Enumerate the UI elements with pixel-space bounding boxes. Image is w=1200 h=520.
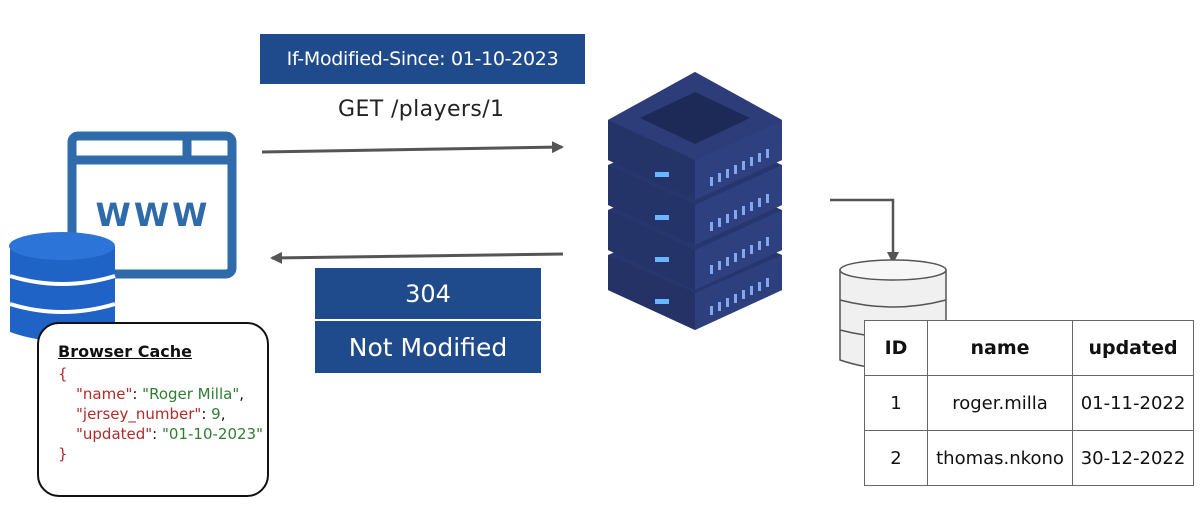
response-status: Not Modified <box>348 332 508 362</box>
response-arrow <box>270 251 564 264</box>
column-header-id: ID <box>864 320 928 376</box>
table-header-row: ID name updated <box>864 320 1194 376</box>
table-row: 2 thomas.nkono 30-12-2022 <box>864 430 1194 486</box>
database-table: ID name updated 1 roger.milla 01-11-2022… <box>864 320 1194 486</box>
json-entry: "updated": "01-10-2023" <box>76 425 263 443</box>
column-header-updated: updated <box>1072 320 1194 376</box>
json-entry: "name": "Roger Milla", <box>76 385 244 403</box>
browser-cache-title: Browser Cache <box>58 342 192 361</box>
json-value: "Roger Milla" <box>142 385 240 403</box>
table-cell-name: thomas.nkono <box>927 430 1073 486</box>
www-label: WWW <box>96 196 211 234</box>
response-code-box: 304 <box>315 268 541 319</box>
table-cell-id: 2 <box>864 430 928 486</box>
request-header-text: If-Modified-Since: 01-10-2023 <box>286 48 559 70</box>
json-value: 9 <box>211 405 221 423</box>
browser-window-icon: WWW <box>67 131 237 279</box>
request-header-banner: If-Modified-Since: 01-10-2023 <box>260 34 585 84</box>
server-stack-icon <box>608 72 782 330</box>
request-arrow <box>261 141 564 154</box>
response-status-box: Not Modified <box>315 321 541 373</box>
json-key: "jersey_number" <box>76 405 202 423</box>
table-cell-updated: 30-12-2022 <box>1072 430 1194 486</box>
json-entry: "jersey_number": 9, <box>76 405 226 423</box>
table-cell-id: 1 <box>864 375 928 431</box>
request-method-path: GET /players/1 <box>338 97 505 122</box>
json-key: "updated" <box>76 425 153 443</box>
json-key: "name" <box>76 385 133 403</box>
json-value: "01-10-2023" <box>162 425 263 443</box>
response-code: 304 <box>405 279 451 308</box>
column-header-name: name <box>927 320 1073 376</box>
server-db-arrow <box>830 198 899 264</box>
json-separator: , <box>239 385 244 403</box>
table-cell-name: roger.milla <box>927 375 1073 431</box>
table-row: 1 roger.milla 01-11-2022 <box>864 375 1194 431</box>
json-close-brace: } <box>58 445 68 463</box>
table-cell-updated: 01-11-2022 <box>1072 375 1194 431</box>
client-database-icon <box>9 232 116 341</box>
json-separator: , <box>220 405 226 423</box>
browser-cache-panel: Browser Cache { "name": "Roger Milla", "… <box>37 322 269 497</box>
json-open-brace: { <box>58 365 68 383</box>
